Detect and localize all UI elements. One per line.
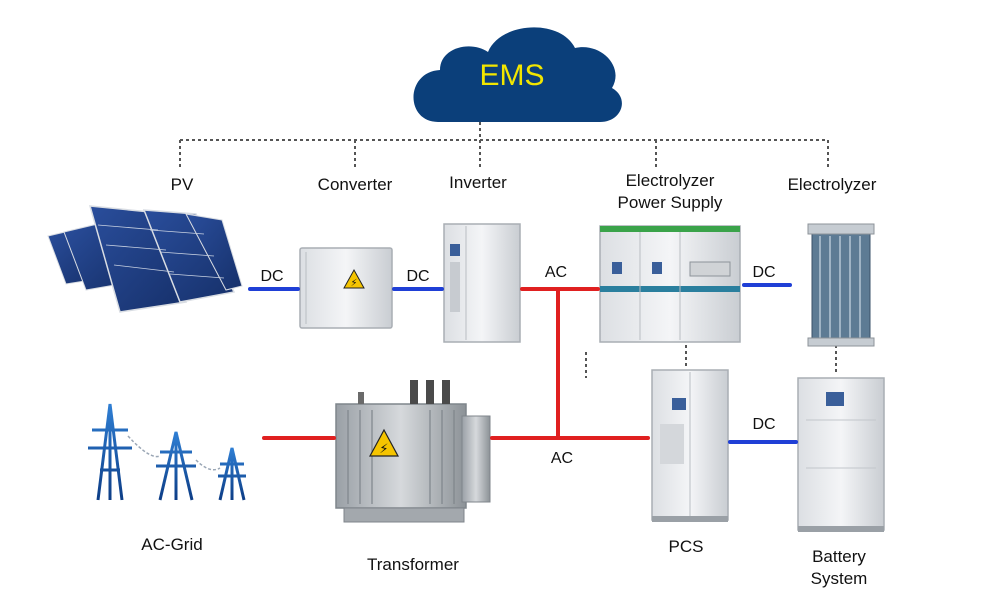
dc-label-pv-converter: DC [260, 268, 284, 285]
inverter-icon [443, 223, 521, 343]
ac-label-transformer-pcs: AC [550, 450, 574, 467]
battery-system-icon [797, 377, 885, 532]
control-lines [179, 122, 837, 378]
electrolyzer-power-supply-icon [599, 225, 741, 343]
pv-label: PV [170, 175, 194, 194]
transformer-icon: ⚡ [335, 380, 491, 523]
transformer-label: Transformer [367, 555, 459, 574]
inverter-label: Inverter [449, 173, 507, 192]
battery-system-label: Battery System [810, 547, 868, 588]
dc-label-eps-electrolyzer: DC [752, 264, 776, 281]
electrolyzer-power-supply-label: Electrolyzer Power Supply [617, 171, 723, 212]
converter-icon: ⚡ [299, 247, 393, 329]
pcs-label: PCS [668, 537, 704, 556]
ems-label: EMS [479, 59, 545, 92]
pv-panels-icon [47, 205, 243, 313]
ac-grid-label: AC-Grid [141, 535, 203, 554]
dc-label-pcs-battery: DC [752, 416, 776, 433]
converter-label: Converter [317, 175, 393, 194]
electrolyzer-icon [807, 223, 875, 347]
ems-cloud-icon [413, 27, 622, 122]
svg-text:⚡: ⚡ [350, 278, 357, 289]
ac-grid-towers-icon [88, 403, 246, 501]
dc-label-converter-inverter: DC [406, 268, 430, 285]
ac-label-inverter-bus: AC [544, 264, 568, 281]
ac-lines [262, 287, 650, 440]
svg-text:⚡: ⚡ [379, 442, 388, 457]
pcs-icon [651, 369, 729, 522]
dc-lines [248, 283, 798, 444]
electrolyzer-label: Electrolyzer [787, 175, 877, 194]
